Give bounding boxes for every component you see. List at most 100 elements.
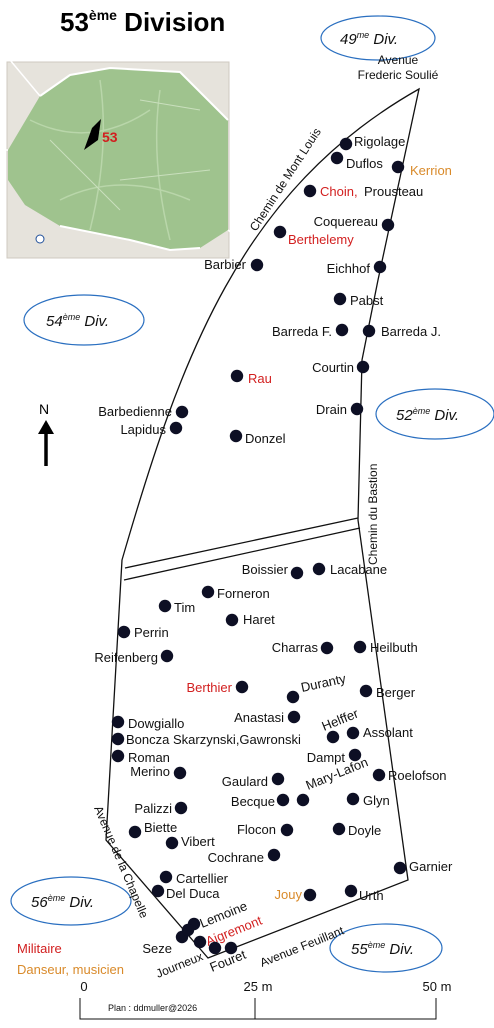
grave-label: Roman bbox=[128, 750, 170, 765]
scale-mid: 25 m bbox=[244, 979, 273, 994]
grave-boissier: Boissier bbox=[242, 562, 304, 580]
grave-courtin: Courtin bbox=[312, 360, 370, 375]
grave-assolant: Assolant bbox=[346, 725, 413, 740]
grave-donzel: Donzel bbox=[229, 429, 286, 446]
grave-label: Lacabane bbox=[330, 562, 387, 577]
division-53-marker bbox=[84, 119, 101, 150]
grave-label: Courtin bbox=[312, 360, 354, 375]
grave-label: Drain bbox=[316, 402, 347, 417]
grave-marker bbox=[296, 793, 310, 807]
grave-label: Cochrane bbox=[208, 850, 264, 865]
grave-marker bbox=[372, 768, 386, 782]
grave-label: Seze bbox=[142, 941, 172, 956]
grave-seze: Seze bbox=[142, 930, 189, 956]
grave-label: Eichhof bbox=[327, 261, 371, 276]
grave-drain: Drain bbox=[316, 402, 364, 417]
grave-label: Rigolage bbox=[354, 134, 405, 149]
road-bastion: Chemin du Bastion bbox=[366, 464, 380, 565]
grave-marker bbox=[333, 292, 347, 306]
scale-bar: 0 25 m 50 m Plan : ddmuller@2026 bbox=[79, 979, 451, 1020]
grave-duflos: Duflos bbox=[330, 151, 383, 171]
grave-marker bbox=[225, 613, 239, 627]
grave-label: Assolant bbox=[363, 725, 413, 740]
svg-text:N: N bbox=[39, 401, 49, 417]
grave-label: Kerrion bbox=[410, 163, 452, 178]
grave-vibert: Vibert bbox=[165, 834, 215, 850]
grave-becque: Becque bbox=[231, 793, 290, 809]
grave-roman: Roman bbox=[111, 749, 170, 765]
grave-marker bbox=[235, 680, 249, 694]
grave-marker bbox=[173, 766, 187, 780]
grave-marker bbox=[286, 690, 300, 704]
grave-label: Dowgiallo bbox=[128, 716, 184, 731]
grave-label: Duflos bbox=[346, 156, 383, 171]
scale-zero: 0 bbox=[80, 979, 87, 994]
grave-delduca: Del Duca bbox=[151, 884, 220, 901]
grave-label: Boissier bbox=[242, 562, 289, 577]
grave-marker bbox=[111, 715, 125, 729]
grave-anastasi: Anastasi bbox=[234, 710, 301, 725]
grave-marker bbox=[158, 599, 172, 613]
grave-marker bbox=[201, 585, 215, 599]
grave-roelofson: Roelofson bbox=[372, 768, 447, 783]
grave-marker bbox=[303, 888, 317, 902]
grave-reifenberg: Reifenberg bbox=[94, 649, 174, 665]
neighbor-divisions: 49me Div. 54ème Div. 52ème Div. 56ème Di… bbox=[10, 15, 494, 973]
grave-marker bbox=[273, 225, 287, 239]
grave-lacabane: Lacabane bbox=[312, 562, 387, 577]
grave-marker bbox=[290, 566, 304, 580]
grave-marker bbox=[353, 640, 367, 654]
grave-label: Merino bbox=[130, 764, 170, 779]
grave-marker bbox=[175, 405, 189, 419]
grave-label: Doyle bbox=[348, 823, 381, 838]
grave-marker bbox=[320, 641, 334, 655]
minimap-label: 53 bbox=[102, 129, 118, 145]
legend-military: Militaire bbox=[17, 941, 62, 956]
grave-marker bbox=[359, 684, 373, 698]
grave-label: Barbier bbox=[204, 257, 247, 272]
road-frederic-line2: Frederic Soulié bbox=[358, 68, 439, 82]
grave-dowgiallo: Dowgiallo bbox=[111, 715, 184, 731]
north-arrow-icon: N bbox=[38, 401, 54, 466]
road-mont-louis: Chemin de Mont Louis bbox=[247, 125, 324, 233]
grave-marker bbox=[267, 848, 281, 862]
grave-marker bbox=[326, 730, 340, 744]
grave-marker bbox=[350, 402, 364, 416]
grave-charras: Charras bbox=[272, 640, 334, 655]
grave-barreda_f: Barreda F. bbox=[272, 323, 349, 339]
grave-coquereau: Coquereau bbox=[314, 214, 395, 232]
grave-marker bbox=[165, 836, 179, 850]
location-minimap: 53 bbox=[2, 59, 241, 259]
grave-label: Barbedienne bbox=[98, 404, 172, 419]
grave-marker bbox=[346, 726, 360, 740]
grave-marker bbox=[348, 748, 362, 762]
grave-boncza: Boncza Skarzynski,Gawronski bbox=[111, 732, 301, 747]
grave-marker bbox=[169, 421, 183, 435]
grave-label: Becque bbox=[231, 794, 275, 809]
grave-duranty: Duranty bbox=[286, 671, 348, 704]
grave-label: Pabst bbox=[350, 293, 384, 308]
division-54-label: 54ème Div. bbox=[46, 312, 109, 330]
division-outline bbox=[105, 87, 420, 959]
grave-marker bbox=[250, 258, 264, 272]
grave-marker bbox=[287, 710, 301, 724]
grave-glyn: Glyn bbox=[346, 792, 390, 808]
grave-lapidus: Lapidus bbox=[120, 421, 183, 437]
grave-haret: Haret bbox=[225, 612, 275, 627]
grave-marker bbox=[111, 749, 125, 763]
division-49-label: 49me Div. bbox=[340, 30, 398, 48]
grave-marker bbox=[159, 870, 173, 884]
grave-cartellier: Cartellier bbox=[159, 870, 229, 886]
page-title: 53ème Division bbox=[60, 7, 225, 37]
grave-label: Urth bbox=[359, 888, 384, 903]
grave-tim: Tim bbox=[158, 599, 195, 615]
grave-label: Duranty bbox=[300, 671, 348, 695]
grave-berthelemy: Berthelemy bbox=[273, 225, 354, 247]
grave-marker bbox=[280, 823, 294, 837]
grave-marker bbox=[111, 732, 125, 746]
grave-flocon: Flocon bbox=[237, 822, 294, 837]
grave-barbedienne: Barbedienne bbox=[98, 404, 189, 419]
grave-heilbuth: Heilbuth bbox=[353, 640, 418, 655]
grave-dampt: Dampt bbox=[307, 748, 362, 765]
